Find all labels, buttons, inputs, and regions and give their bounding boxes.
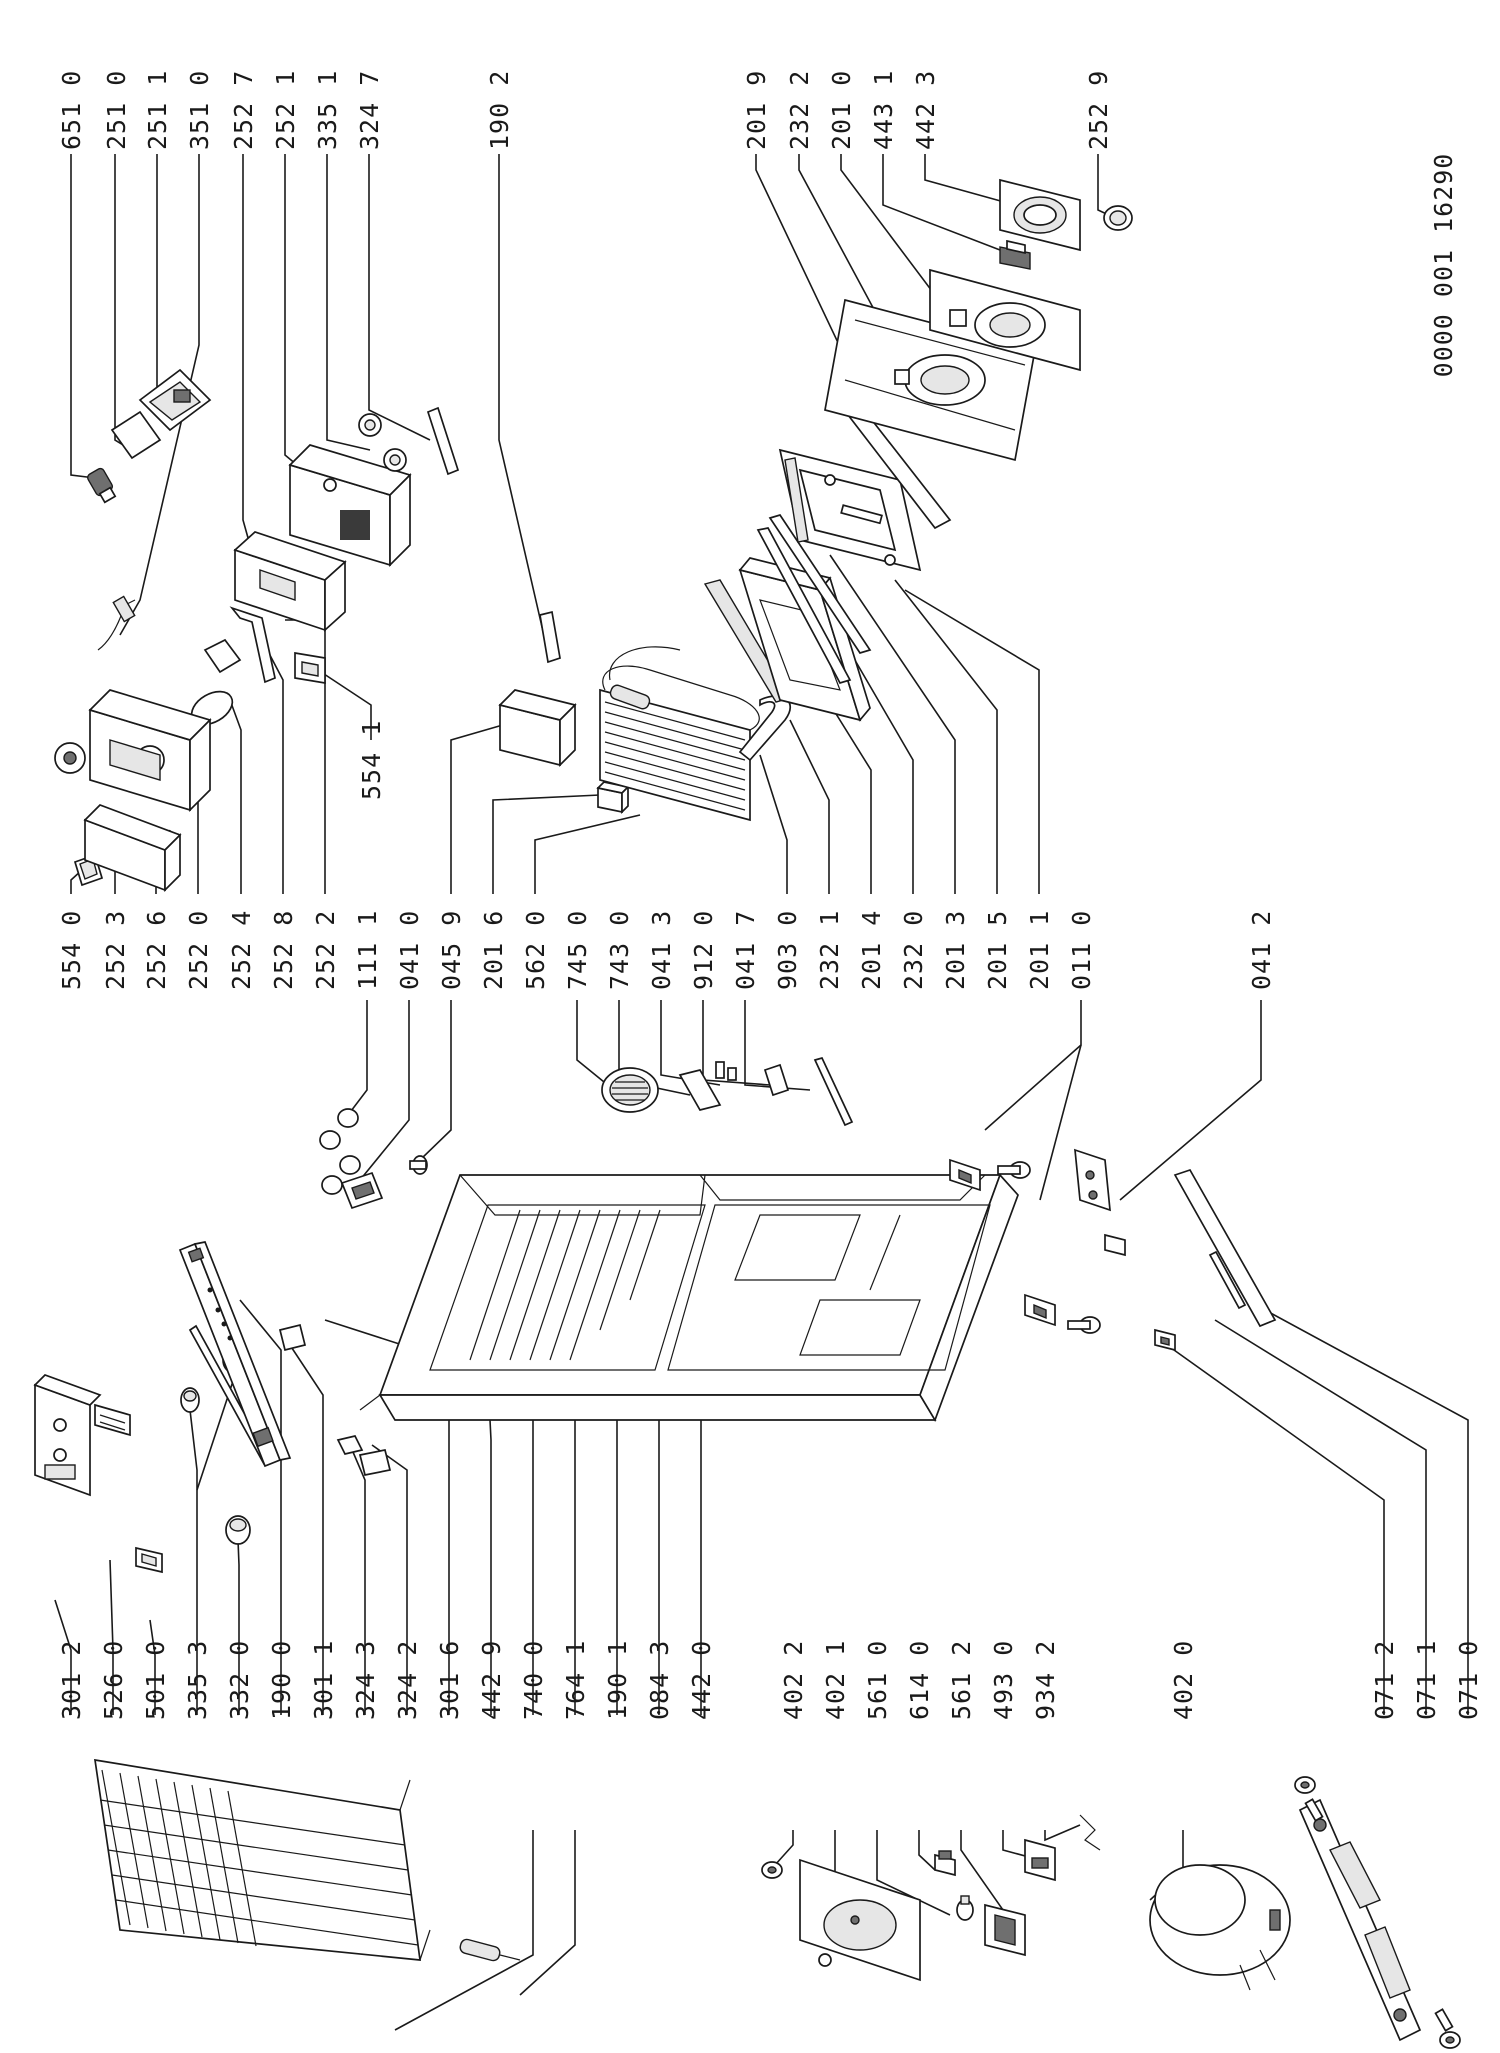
callout-label: 252 1 (271, 70, 300, 150)
callout-label: 554 0 (57, 910, 86, 990)
callout-label: 614 0 (905, 1640, 934, 1720)
callout-label: 041 3 (647, 910, 676, 990)
callout-label: 232 2 (785, 70, 814, 150)
callout-label: 232 1 (815, 910, 844, 990)
callout-label: 252 0 (184, 910, 213, 990)
parts-cabinet-right (319, 1056, 1277, 1352)
callout-label: 201 0 (827, 70, 856, 150)
callout-label: 252 6 (142, 910, 171, 990)
callout-label: 190 2 (485, 70, 514, 150)
part-190-2 (539, 610, 561, 664)
callout-label: 903 0 (773, 910, 802, 990)
callout-label: 252 2 (311, 910, 340, 990)
callout-label: 252 3 (101, 910, 130, 990)
callout-label: 561 2 (947, 1640, 976, 1720)
callout-label: 402 2 (779, 1640, 808, 1720)
callout-label: 562 0 (521, 910, 550, 990)
callout-label: 232 0 (899, 910, 928, 990)
callout-label: 351 0 (185, 70, 214, 150)
callout-label: 252 4 (227, 910, 256, 990)
callout-label: 402 1 (821, 1640, 850, 1720)
callout-label: 561 0 (863, 1640, 892, 1720)
callout-label: 201 5 (983, 910, 1012, 990)
callout-label: 252 9 (1084, 70, 1113, 150)
parts-top-left (54, 368, 460, 893)
callout-label: 252 7 (229, 70, 258, 150)
callout-label: 251 1 (143, 70, 172, 150)
callout-label: 402 0 (1169, 1640, 1198, 1720)
top-row-labels: 651 0 251 0 251 1 351 0 252 7 252 1 335 … (57, 70, 1113, 150)
leader-lines (54, 154, 1469, 2031)
callout-label: 201 6 (479, 910, 508, 990)
callout-label: 011 0 (1067, 910, 1096, 990)
callout-label: 442 3 (911, 70, 940, 150)
callout-label: 743 0 (605, 910, 634, 990)
callout-label: 041 2 (1247, 910, 1276, 990)
drawing-code: 0000 001 16290 (1429, 153, 1458, 378)
callout-label: 201 4 (857, 910, 886, 990)
parts-condenser (93, 1758, 521, 1962)
callout-label: 201 1 (1025, 910, 1054, 990)
callout-label: 324 7 (355, 70, 384, 150)
callout-label: 912 0 (689, 910, 718, 990)
callout-label: 493 0 (989, 1640, 1018, 1720)
callout-label: 443 1 (869, 70, 898, 150)
callout-label: 934 2 (1031, 1640, 1060, 1720)
callout-label: 045 9 (437, 910, 466, 990)
callout-label: 651 0 (57, 70, 86, 150)
callout-label: 201 9 (742, 70, 771, 150)
callout-label: 745 0 (563, 910, 592, 990)
cabinet (359, 1173, 1019, 1422)
callout-label: 041 7 (731, 910, 760, 990)
callout-label: 201 3 (941, 910, 970, 990)
callout-label: 335 1 (313, 70, 342, 150)
callout-label: 252 8 (269, 910, 298, 990)
middle-column-labels: 554 0 252 3 252 6 252 0 252 4 252 8 252 … (57, 910, 1276, 990)
callout-label: 041 0 (395, 910, 424, 990)
callout-label: 251 0 (102, 70, 131, 150)
parts-control-panel (33, 1241, 392, 1574)
parts-compressor-area (761, 1776, 1461, 2049)
bottom-left-labels: 402 2 402 1 561 0 614 0 561 2 493 0 934 … (779, 1640, 1198, 1720)
callout-label: 111 1 (353, 910, 382, 990)
parts-center-upper (498, 178, 1133, 822)
